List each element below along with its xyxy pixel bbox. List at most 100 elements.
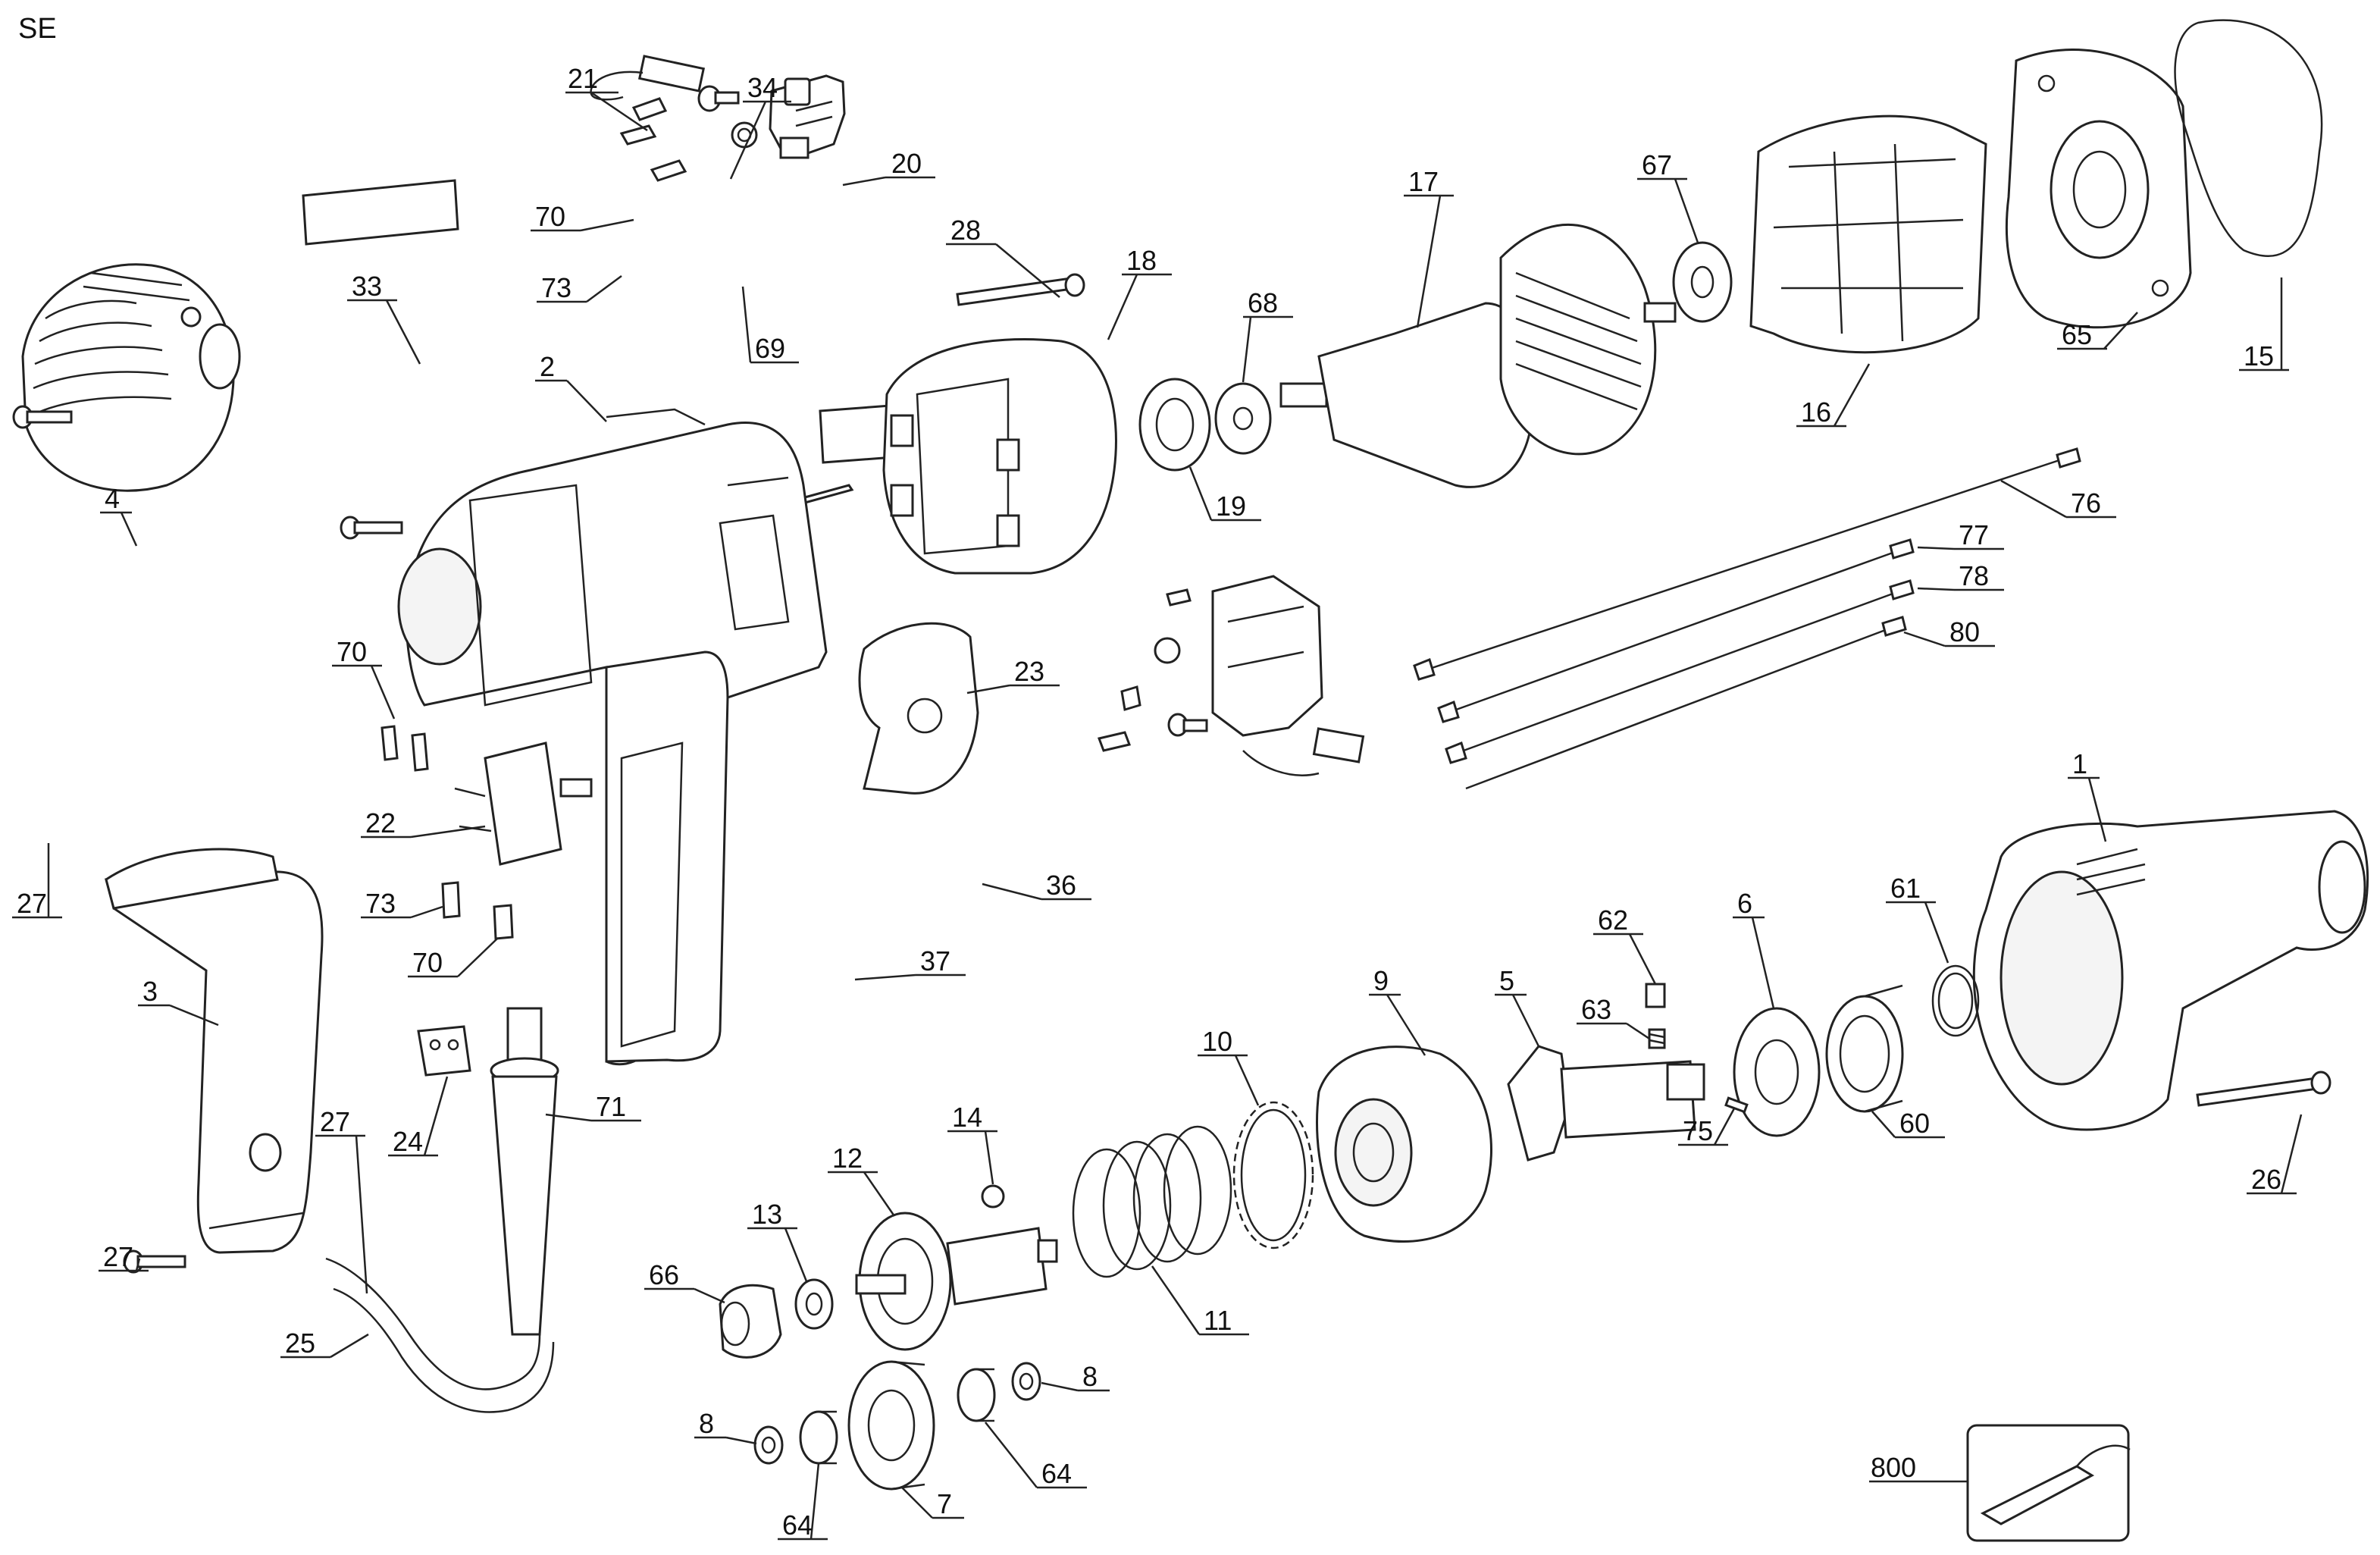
callout-label: 1: [2072, 748, 2087, 779]
part-78-wire: [1445, 579, 1915, 764]
part-26-screw: [2196, 1071, 2331, 1107]
part-16-baffle: [1749, 114, 1987, 354]
callout-label: 19: [1216, 491, 1246, 522]
callout-label: 61: [1890, 873, 1921, 904]
part-terminal-left-4: [493, 904, 514, 940]
callout-37: 37: [854, 945, 966, 981]
callout-36: 36: [982, 870, 1091, 901]
callout-70b: 70: [332, 636, 396, 720]
part-terminal-left-2: [411, 732, 429, 772]
callout-9: 9: [1369, 965, 1426, 1056]
part-33-label-sticker: [302, 179, 459, 246]
part-5-anvil: [1507, 1045, 1705, 1162]
part-67-washer: [1672, 241, 1733, 323]
part-3-side-handle: [105, 848, 324, 1254]
part-63-spring: [1648, 1028, 1666, 1049]
callout-73a: 73: [537, 272, 622, 303]
callout-26: 26: [2247, 1114, 2303, 1195]
callout-1: 1: [2068, 748, 2107, 842]
callout-label: 6: [1737, 888, 1752, 919]
callout-33: 33: [347, 271, 421, 365]
callout-6: 6: [1733, 888, 1775, 1009]
part-15-gasket: [2174, 19, 2323, 257]
callout-label: 33: [352, 271, 382, 302]
part-terminal-top-1: [631, 97, 668, 121]
part-23-bracket: [858, 622, 979, 795]
part-68-washer: [1214, 382, 1272, 455]
callout-21: 21: [565, 63, 648, 132]
callout-label: 68: [1248, 287, 1278, 318]
callout-label: 36: [1046, 870, 1076, 901]
callout-label: 14: [952, 1102, 982, 1133]
callout-label: 34: [747, 72, 778, 103]
callout-71: 71: [545, 1091, 641, 1122]
callout-label: 75: [1683, 1115, 1713, 1146]
part-80-wire: [1465, 616, 1907, 790]
callout-label: 70: [337, 636, 367, 667]
callout-76: 76: [2000, 479, 2116, 519]
part-800-assembly-box: [1966, 1424, 2131, 1542]
corner-label: SE: [18, 13, 57, 45]
part-terminal-top-3: [650, 159, 687, 182]
callout-label: 70: [535, 201, 565, 232]
part-76-wire: [1413, 447, 2081, 681]
part-1-gear-case: [1972, 810, 2369, 1131]
callout-label: 23: [1014, 656, 1044, 687]
part-65-end-plate: [2006, 49, 2192, 329]
callout-19: 19: [1188, 466, 1261, 522]
callout-label: 78: [1959, 560, 1989, 591]
callout-15: 15: [2239, 277, 2289, 372]
callout-22: 22: [361, 807, 486, 839]
part-27-screw-a: [12, 405, 73, 429]
part-21-carbon-brush: [590, 55, 706, 101]
part-27-screw-c: [123, 1249, 186, 1274]
callout-64b: 64: [778, 1463, 828, 1541]
part-7-bearing: [847, 1360, 935, 1491]
callout-label: 20: [891, 148, 922, 179]
callout-20: 20: [842, 148, 935, 187]
callout-label: 15: [2244, 340, 2274, 372]
part-11-spring: [1072, 1125, 1232, 1278]
callout-23: 23: [966, 656, 1060, 694]
callout-label: 77: [1959, 519, 1989, 550]
callout-label: 16: [1801, 397, 1831, 428]
part-22-switch: [454, 741, 593, 866]
callout-13: 13: [747, 1199, 808, 1282]
callout-70a: 70: [531, 201, 634, 232]
part-14-ball: [981, 1184, 1005, 1209]
callout-label: 26: [2251, 1164, 2281, 1195]
part-66-bushing: [719, 1284, 782, 1359]
part-64-bushing-a: [799, 1410, 838, 1465]
callout-70c: 70: [408, 938, 498, 978]
callout-18: 18: [1107, 245, 1172, 340]
part-9-hammer: [1316, 1046, 1492, 1243]
part-69-spring: [731, 121, 758, 149]
callout-label: 8: [699, 1408, 714, 1439]
callout-label: 28: [950, 215, 981, 246]
callout-2: 2: [535, 351, 607, 422]
part-6-washer: [1733, 1007, 1821, 1137]
callout-label: 65: [2062, 319, 2092, 350]
callout-8a: 8: [694, 1408, 757, 1445]
part-75-pin: [1724, 1096, 1749, 1114]
callout-label: 37: [920, 945, 950, 977]
callout-63: 63: [1577, 994, 1650, 1040]
callout-label: 11: [1204, 1305, 1232, 1336]
part-4-rear-cover: [21, 263, 241, 492]
part-10-ball-ring: [1232, 1101, 1314, 1249]
callout-label: 73: [541, 272, 572, 303]
callout-7: 7: [901, 1487, 964, 1519]
callout-11: 11: [1151, 1265, 1249, 1336]
callout-60: 60: [1871, 1108, 1945, 1139]
callout-66: 66: [644, 1259, 725, 1304]
callout-label: 70: [412, 947, 443, 978]
callout-label: 21: [568, 63, 598, 94]
part-13-washer: [794, 1278, 834, 1330]
callout-27c: 27: [99, 1241, 149, 1272]
callout-14: 14: [947, 1102, 997, 1185]
callout-67: 67: [1637, 149, 1699, 243]
callout-4: 4: [100, 483, 138, 547]
callout-label: 66: [649, 1259, 679, 1290]
callout-27a: 27: [12, 843, 62, 919]
callout-24: 24: [388, 1076, 449, 1157]
